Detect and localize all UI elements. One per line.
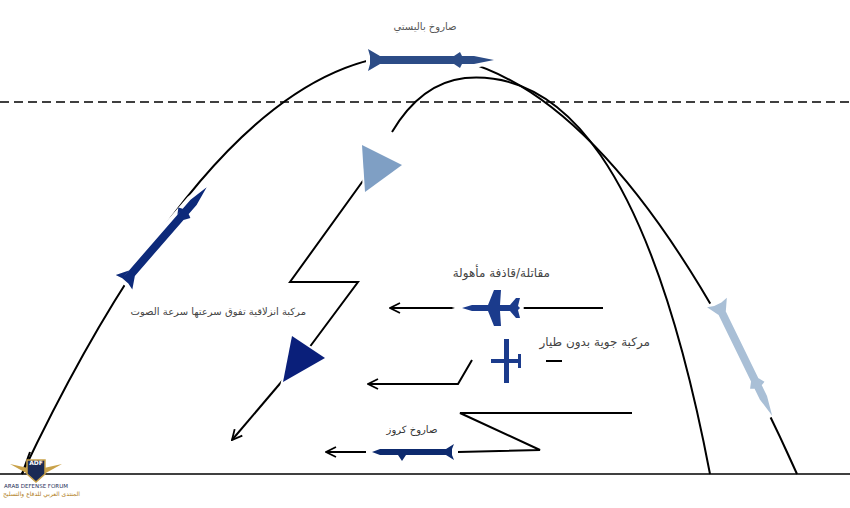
missile-label: صاروخ باليستي: [394, 21, 457, 33]
uav-tail-line: [546, 360, 562, 362]
watermark-logo: ADF: [29, 459, 43, 466]
watermark-text: ARAB DEFENSE FORUM: [4, 483, 68, 490]
watermark-emblem: [10, 460, 62, 482]
glide-boost-trajectory: [392, 78, 710, 474]
ballistic-missile-ascent: [116, 180, 215, 290]
uav-icon: [491, 339, 521, 383]
watermark-text: المنتدى العربي للدفاع والتسليح: [3, 490, 80, 497]
cruise-missile: [372, 444, 454, 461]
ground-line: [0, 473, 850, 475]
cruise-missile-label: صاروخ كروز: [387, 424, 438, 436]
ballistic-trajectory: [22, 55, 797, 475]
glide-vehicle-light: [362, 145, 402, 192]
cruise-trajectory: [458, 413, 632, 452]
glide-vehicle-label: مركبة انزلاقية تفوق سرعتها سرعة الصوت: [131, 306, 306, 318]
ballistic-missile-apex: [368, 49, 494, 71]
glide-vehicle-dark: [283, 336, 325, 382]
fighter-jet: [462, 290, 520, 326]
aircraft-label: مقاتلة/قاذفة مأهولة: [453, 266, 550, 280]
ballistic-missile-descent: [707, 298, 782, 421]
uav-arrow: [368, 360, 472, 384]
cruise-arrow: [326, 451, 366, 453]
atmosphere-line: [0, 101, 850, 103]
uav-label: مركبة جوية بدون طيار: [539, 335, 650, 349]
